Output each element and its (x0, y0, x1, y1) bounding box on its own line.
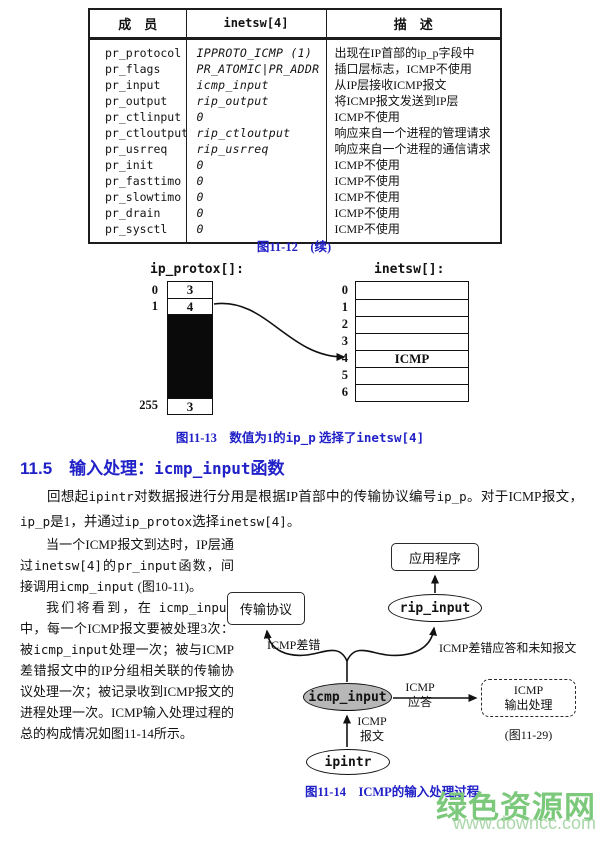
figure-11-29-reference: (图11-29) (504, 728, 553, 742)
application-box: 应用程序 (391, 543, 479, 571)
ip-protox-cell-1: 4 (168, 298, 212, 314)
inetsw-array-label: inetsw[]: (374, 262, 445, 277)
icmp-output-box-line1: ICMP (513, 683, 544, 697)
icmp-reply-label-line2: 应答 (407, 695, 432, 709)
inetsw-cell-4-icmp: ICMP (356, 350, 468, 367)
inetsw-index-0: 0 (341, 283, 348, 297)
icmp-message-label-line1: ICMP (357, 714, 387, 728)
col-header-inetsw4: inetsw[4] (185, 9, 326, 40)
figure-11-14-caption: 图11-14 ICMP的输入处理过程 (305, 785, 480, 799)
paragraph-1: 回想起ipintr对数据报进行分用是根据IP首部中的传输协议编号ip_p。对于I… (20, 489, 584, 529)
ip-protox-index-255: 255 (139, 398, 158, 412)
ip-protox-cell-0: 3 (186, 282, 194, 297)
ip-protox-array-label: ip_protox[]: (150, 262, 244, 277)
figure-11-12-caption: 图11-12 (续) (256, 240, 332, 254)
col-header-member: 成 员 (89, 9, 186, 40)
transport-protocol-box: 传输协议 (227, 592, 305, 625)
paragraph-3: 我们将看到，在 icmp_input中，每一个ICMP报文要被处理3次：被icm… (20, 600, 234, 741)
inetsw-cell-3 (356, 333, 468, 350)
col-header-desc: 描 述 (325, 9, 501, 40)
inetsw-index-1: 1 (341, 300, 348, 314)
inetsw-index-5: 5 (341, 368, 348, 382)
rip-input-ellipse: rip_input (388, 594, 482, 622)
watermark-site-url: www.downcc.com (453, 813, 597, 833)
inetsw-cell-1 (356, 299, 468, 316)
inetsw-index-3: 3 (341, 334, 348, 348)
ip-protox-index-1: 1 (151, 299, 158, 313)
inetsw-cell-5 (356, 367, 468, 384)
inetsw-cell-2 (356, 316, 468, 333)
icmp-output-processing-box: ICMP 输出处理 (481, 679, 576, 717)
icmp-message-label: ICMP 报文 (352, 714, 392, 744)
icmp-reply-label: ICMP 应答 (398, 680, 442, 710)
left-text-column: 当一个ICMP报文到达时，IP层通过inetsw[4]的pr_input函数，间… (20, 534, 234, 744)
ip-protox-array: 3 4 3 (167, 281, 213, 415)
watermark-site-name: 绿色资源网 (436, 790, 596, 825)
icmp-error-reply-label: ICMP差错应答和未知报文 (439, 641, 577, 655)
ip-protox-filled-region (168, 314, 212, 398)
ip-protox-to-inetsw-arrow (213, 302, 346, 361)
inetsw-index-4: 4 (341, 351, 348, 365)
icmp-error-label: ICMP差错 (267, 638, 321, 652)
inetsw-cell-0 (356, 282, 468, 299)
table-header-row: 成 员 inetsw[4] 描 述 (89, 9, 501, 40)
paragraph-2: 当一个ICMP报文到达时，IP层通过inetsw[4]的pr_input函数，间… (20, 537, 234, 594)
icmp-reply-label-line1: ICMP (405, 680, 435, 694)
section-heading: 11.5 输入处理：icmp_input函数 (20, 459, 285, 478)
figure-11-13-caption: 图11-13 数值为1的ip_p 选择了inetsw[4] (175, 430, 425, 445)
ip-protox-index-0: 0 (151, 283, 158, 297)
icmp-input-to-rip-input-arrow (346, 626, 438, 662)
inetsw-array: ICMP (355, 281, 469, 402)
icmp-output-box-line2: 输出处理 (504, 698, 553, 712)
inetsw-index-2: 2 (341, 317, 348, 331)
icmp-message-label-line2: 报文 (359, 729, 384, 743)
ip-protox-cell-255: 3 (168, 398, 212, 414)
inetsw-cell-6 (356, 384, 468, 401)
ipintr-ellipse: ipintr (306, 749, 390, 775)
icmp-input-ellipse: icmp_input (303, 683, 392, 711)
inetsw-index-6: 6 (341, 385, 348, 399)
